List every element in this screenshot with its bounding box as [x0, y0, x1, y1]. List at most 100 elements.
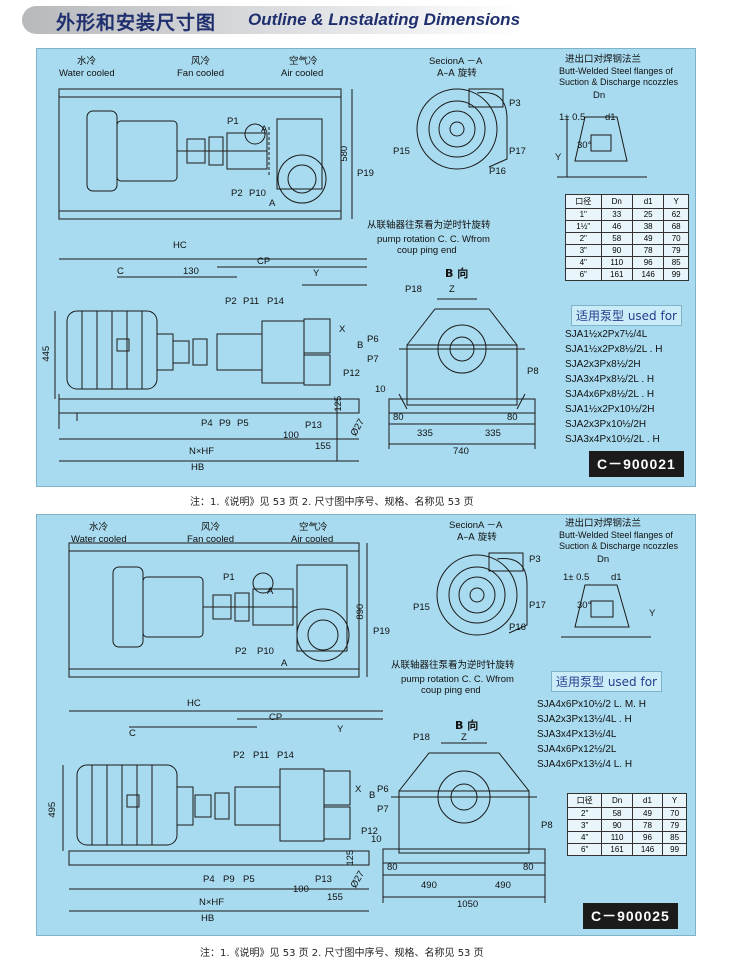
td: 78: [631, 819, 664, 832]
label-p7: P7: [367, 354, 379, 365]
label-p8: P8: [541, 820, 553, 831]
water-cooled-en: Water cooled: [59, 68, 115, 79]
dim-y: Y: [313, 268, 320, 279]
td: 146: [631, 268, 665, 281]
water-cooled-cn: 水冷: [77, 56, 97, 67]
pump-model: SJA2x3Px10½/2H: [565, 419, 647, 430]
view-b: B 向: [445, 267, 469, 280]
td: 3": [565, 244, 602, 257]
label-d1: d1: [611, 572, 622, 583]
label-p4: P4: [201, 418, 213, 429]
td: 1½": [565, 220, 602, 233]
label-p11: P11: [243, 296, 260, 307]
air-cooled-en: Air cooled: [291, 534, 334, 545]
th: d1: [631, 793, 664, 808]
label-30deg: 30°: [577, 140, 592, 151]
drawing-panel-2: 水冷 Water cooled 风冷 Fan cooled 空气冷 Air co…: [36, 514, 696, 936]
water-cooled-en: Water cooled: [71, 534, 127, 545]
rotation-cn: 从联轴器往泵看为逆时针旋转: [391, 660, 515, 671]
water-cooled-cn: 水冷: [89, 522, 109, 533]
air-cooled-en: Air cooled: [281, 68, 324, 79]
label-p18: P18: [413, 732, 430, 743]
dim-x: X: [355, 784, 362, 795]
flange-en-2: Suction & Discharge ncozzles: [559, 541, 679, 551]
dim-cp: CP: [269, 712, 283, 723]
footnote-1: 注：1.《说明》见 53 页 2. 尺寸图中序号、规格、名称见 53 页: [190, 497, 474, 508]
td: 2": [565, 232, 602, 245]
td: 161: [600, 268, 633, 281]
label-p11: P11: [253, 750, 270, 761]
dim-hc: HC: [173, 240, 187, 251]
fan-cooled-en: Fan cooled: [177, 68, 225, 79]
label-p10: P10: [257, 646, 274, 657]
label-p3: P3: [509, 98, 521, 109]
flange-en-2: Suction & Discharge ncozzles: [559, 77, 679, 87]
dim-445: 445: [41, 345, 53, 362]
pump-model: SJA1½x2Px7½/4L: [565, 329, 648, 340]
td: 85: [662, 831, 687, 844]
header-title-cn: 外形和安装尺寸图: [56, 12, 217, 34]
dim-hb: HB: [191, 462, 205, 473]
dim-x: X: [339, 324, 346, 335]
td: 38: [631, 220, 665, 233]
dim-nhf: N×HF: [189, 446, 215, 457]
label-p13: P13: [315, 874, 332, 885]
pump-list-1: SJA1½x2Px7½/4L SJA1½x2Px8½/2L . H SJA2x3…: [565, 327, 662, 447]
td: 58: [601, 807, 633, 820]
pump-list-2: SJA4x6Px10½/2 L. M. H SJA2x3Px13½/4L . H…: [537, 697, 646, 772]
dim-335-left: 335: [417, 428, 433, 439]
td: 33: [600, 208, 633, 221]
td: 6": [566, 843, 603, 856]
section-title-cn: A–A 旋转: [457, 532, 497, 543]
pump-model: SJA3x4Px10½/2L . H: [565, 434, 660, 445]
header-title-en: Outline & Lnstalating Dimensions: [248, 10, 521, 29]
td: 90: [601, 819, 633, 832]
dim-495: 495: [47, 801, 59, 818]
section-title: SecionA －A: [449, 520, 503, 531]
td: 4": [565, 256, 602, 269]
label-p15: P15: [413, 602, 430, 613]
label-p1: P1: [227, 116, 239, 127]
dim-80-left: 80: [393, 412, 404, 423]
pump-model: SJA4x6Px12½/2L: [537, 744, 617, 755]
td: 99: [663, 268, 689, 281]
rotation-en-1: pump rotation C. C. Wfrom: [377, 234, 490, 245]
td: 70: [663, 232, 689, 245]
pump-model: SJA1½x2Px8½/2L . H: [565, 344, 663, 355]
fan-cooled-cn: 风冷: [191, 56, 211, 67]
label-p15: P15: [393, 146, 410, 157]
label-p7: P7: [377, 804, 389, 815]
header-bar: [22, 6, 522, 34]
panel-1-drawing: [54, 88, 647, 462]
td: 96: [631, 831, 664, 844]
pump-model: SJA4x6Px13½/4 L. H: [537, 759, 633, 770]
td: 161: [601, 843, 633, 856]
fan-cooled-en: Fan cooled: [187, 534, 235, 545]
td: 68: [663, 220, 689, 233]
dim-c: C: [117, 266, 124, 277]
dim-10: 10: [371, 834, 382, 845]
label-p9: P9: [219, 418, 231, 429]
label-d1: d1: [605, 112, 616, 123]
drawing-panel-1: 水冷 Water cooled 风冷 Fan cooled 空气冷 Air co…: [36, 48, 696, 487]
label-tol: 1± 0.5: [559, 112, 586, 123]
label-p8: P8: [527, 366, 539, 377]
dim-1050: 1050: [457, 899, 479, 910]
section-title-cn: A–A 旋转: [437, 68, 477, 79]
dim-nhf: N×HF: [199, 897, 225, 908]
td: 96: [631, 256, 665, 269]
label-p17: P17: [529, 600, 546, 611]
dim-80-right: 80: [507, 412, 518, 423]
td: 49: [631, 232, 665, 245]
th: Y: [662, 793, 687, 808]
footnote-2: 注：1.《说明》见 53 页 2. 尺寸图中序号、规格、名称见 53 页: [200, 948, 484, 959]
dim-125: 125: [333, 395, 345, 412]
label-p13: P13: [305, 420, 322, 431]
pump-model: SJA1½x2Px10½/2H: [565, 404, 655, 415]
label-b: B: [357, 340, 364, 351]
label-p5: P5: [237, 418, 249, 429]
rotation-en-2: coup ping end: [421, 685, 481, 696]
dim-10: 10: [375, 384, 386, 395]
